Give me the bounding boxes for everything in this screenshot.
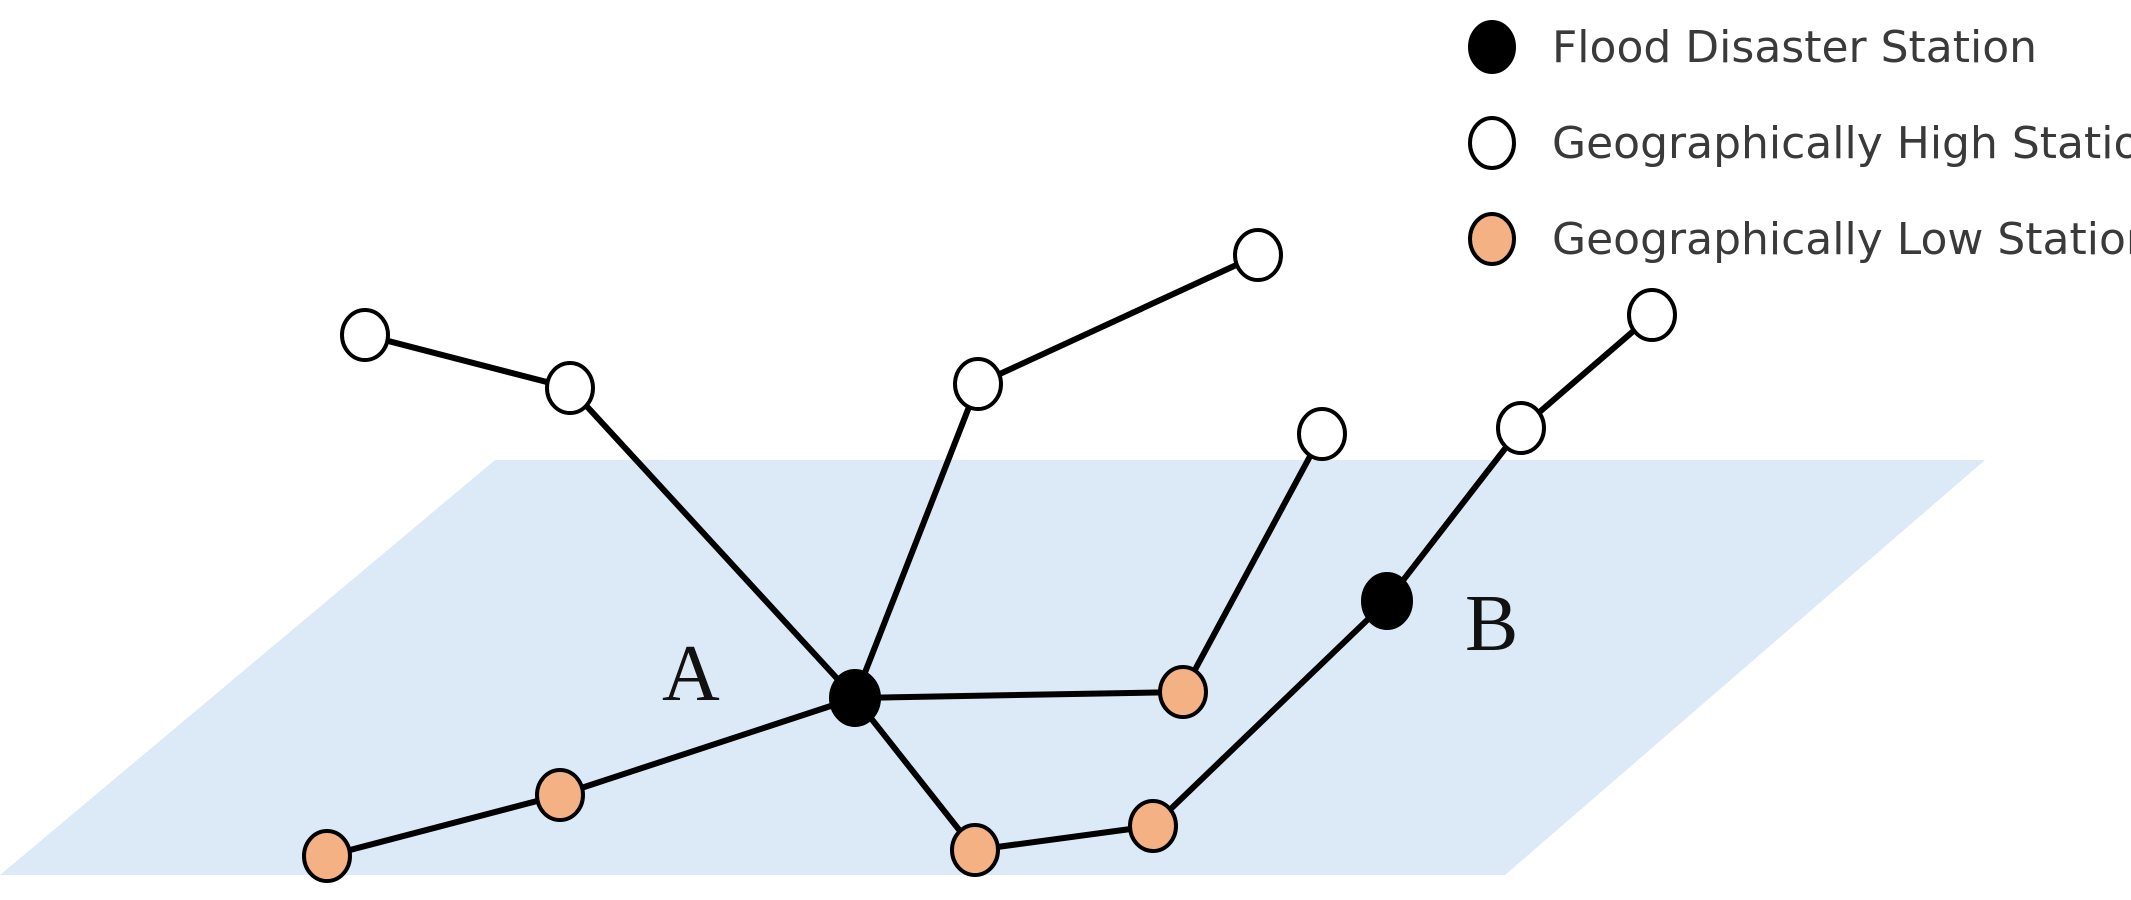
network-edges [324, 252, 1655, 859]
low-station-node [1158, 665, 1208, 719]
ground-plane [0, 460, 1985, 875]
edge [975, 252, 1261, 387]
high-station-node [1297, 407, 1347, 461]
edge [567, 385, 858, 701]
node-label-b: B [1465, 580, 1518, 668]
low-station-node [535, 768, 585, 822]
low-station-node [1128, 799, 1178, 853]
edge [557, 695, 858, 798]
edge [362, 332, 573, 391]
edge [972, 823, 1156, 853]
flood-station-legend-icon [1468, 20, 1516, 74]
high-station-node [340, 308, 390, 362]
high-station-node [953, 357, 1003, 411]
legend: Flood Disaster Station Geographically Hi… [1468, 20, 2131, 266]
edge [852, 695, 978, 853]
low-station-node [950, 823, 1000, 877]
flood-station-node-a [829, 669, 881, 727]
edge [324, 792, 563, 859]
flood-station-node-b [1361, 572, 1413, 630]
high-station-node [1496, 401, 1546, 455]
high-station-legend-icon [1468, 116, 1516, 170]
edge [1518, 312, 1655, 431]
high-station-node [1627, 288, 1677, 342]
legend-item-flood: Flood Disaster Station [1468, 20, 2037, 74]
legend-item-low: Geographically Low Station [1468, 212, 2131, 266]
high-station-node [545, 361, 595, 415]
edge [852, 381, 981, 701]
edge [1150, 598, 1390, 829]
low-station-legend-icon [1468, 212, 1516, 266]
edge [1384, 425, 1524, 604]
high-station-node [1233, 228, 1283, 282]
legend-label-high: Geographically High Station [1552, 118, 2131, 169]
edge [852, 689, 1186, 701]
legend-label-flood: Flood Disaster Station [1552, 22, 2037, 73]
legend-label-low: Geographically Low Station [1552, 214, 2131, 265]
network-nodes [302, 228, 1677, 883]
low-station-node [302, 829, 352, 883]
legend-item-high: Geographically High Station [1468, 116, 2131, 170]
node-label-a: A [662, 630, 720, 718]
edge [1180, 431, 1325, 695]
